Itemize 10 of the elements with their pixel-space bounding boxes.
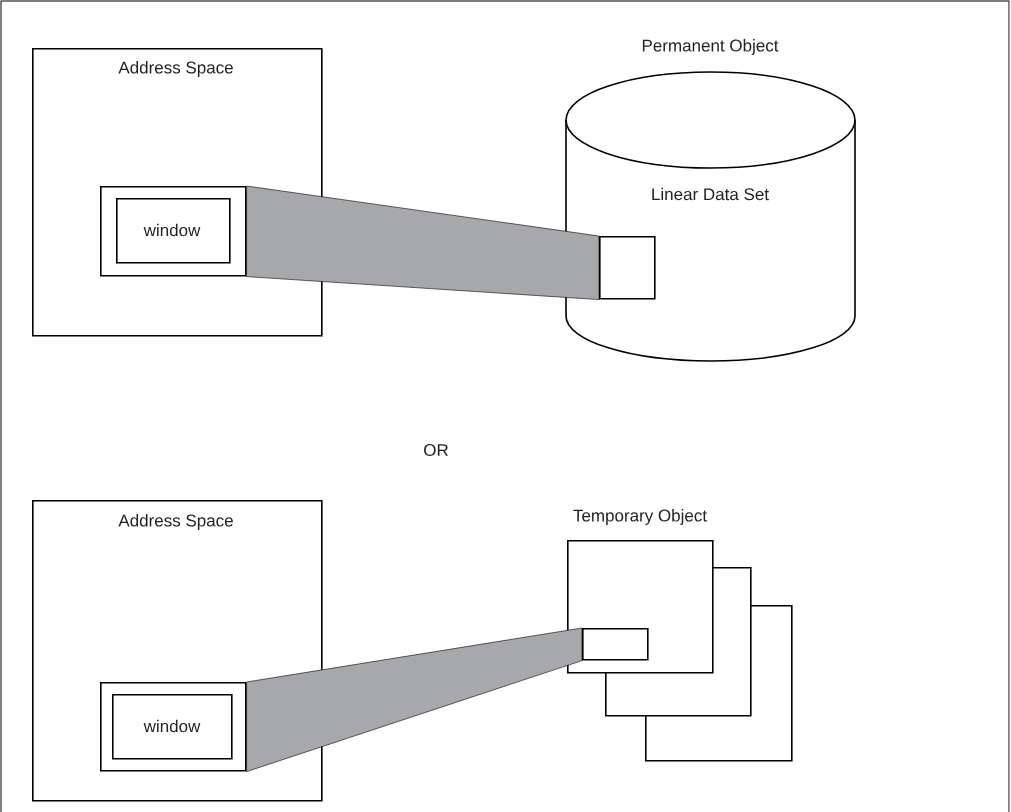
choice-label: OR bbox=[424, 444, 448, 457]
node-label: Temporary Object bbox=[573, 509, 707, 525]
projection-band bbox=[246, 627, 583, 772]
data-block bbox=[582, 628, 649, 661]
cylinder: Permanent Object Linear Data Set bbox=[565, 39, 856, 362]
projection-band bbox=[246, 185, 600, 300]
window-box: window bbox=[116, 198, 231, 264]
data-block bbox=[599, 236, 656, 300]
window-box: window bbox=[112, 694, 233, 760]
node-label: Permanent Object bbox=[642, 39, 779, 55]
